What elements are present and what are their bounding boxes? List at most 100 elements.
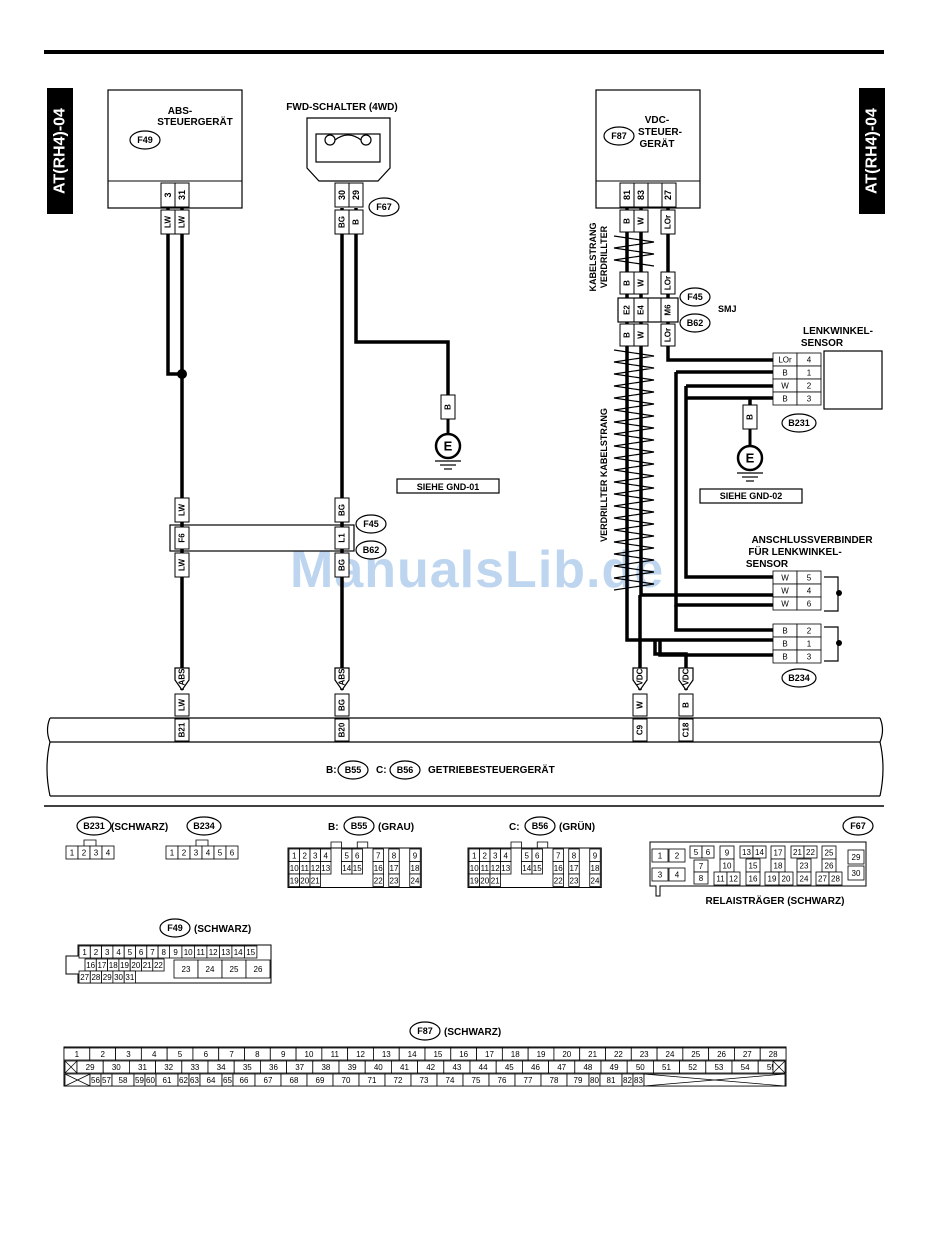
f49-pin-label: 22	[154, 961, 163, 970]
sensor-pin-label: 4	[807, 356, 812, 365]
relay-pin-label: 23	[800, 862, 809, 871]
tcu-pin-label: 12	[491, 864, 500, 873]
f87-pin-label: 66	[240, 1076, 249, 1085]
svg-text:B234: B234	[788, 673, 810, 683]
f49-pin-label: 15	[246, 948, 255, 957]
f87-pin-label: 55	[767, 1063, 776, 1072]
svg-text:RELAISTRÄGER (SCHWARZ): RELAISTRÄGER (SCHWARZ)	[706, 894, 845, 907]
connector-tag-f67: F67	[368, 197, 400, 217]
svg-text:AT(RH4)-04: AT(RH4)-04	[864, 108, 881, 194]
wire-tag-vdc-b: B	[619, 209, 635, 233]
f87-pin-label: 24	[666, 1050, 675, 1059]
svg-text:B231: B231	[788, 418, 810, 428]
svg-text:B: B	[623, 218, 632, 224]
svg-text:B: B	[623, 280, 632, 286]
f87-pin-label: 33	[190, 1063, 199, 1072]
f87-pin-label: 23	[640, 1050, 649, 1059]
tcu-pin-cell	[320, 861, 332, 875]
f49-pin-label: 24	[206, 965, 215, 974]
svg-text:M6: M6	[664, 304, 673, 316]
b234-pin-label: 5	[218, 849, 223, 858]
f49-pin-label: 10	[184, 948, 193, 957]
f49-pin-label: 28	[91, 973, 100, 982]
wire-tag-smj-lor-top: LOr	[660, 271, 676, 295]
f87-pin-label: 72	[394, 1076, 403, 1085]
tcu-key	[510, 841, 522, 848]
conn-pin-label: 3	[807, 653, 812, 662]
svg-text:LW: LW	[178, 216, 187, 228]
f87-pin-label: 61	[163, 1076, 172, 1085]
sensor-wire-label: B	[782, 395, 787, 404]
smj-label: SMJ	[718, 304, 737, 314]
f87-pin-label: 11	[331, 1050, 340, 1059]
svg-text:E2: E2	[623, 305, 632, 315]
tcu-face-outline	[287, 847, 422, 888]
tcu-pin-label: 5	[345, 851, 350, 860]
tcu-pin-label: 13	[321, 864, 330, 873]
svg-text:SIEHE GND-01: SIEHE GND-01	[417, 482, 480, 492]
f87-pin-label: 54	[741, 1063, 750, 1072]
svg-text:F49: F49	[167, 923, 183, 933]
tcu-pin-label: 18	[591, 864, 600, 873]
twisted-harness-lower	[613, 349, 655, 591]
tcu-pin-label: 24	[591, 876, 600, 885]
conn-pin-label: 6	[807, 600, 812, 609]
svg-text:B56: B56	[532, 821, 549, 831]
f87-pin-label: 71	[368, 1076, 377, 1085]
svg-text:LOr: LOr	[664, 215, 673, 229]
conn-wire-label: B	[782, 640, 787, 649]
svg-text:(SCHWARZ): (SCHWARZ)	[194, 924, 251, 935]
tcu-pin-label: 4	[324, 851, 329, 860]
wire-tag-abs-lw1: LW	[160, 209, 176, 235]
f87-pin-label: 41	[400, 1063, 409, 1072]
fwd-switch-title: FWD-SCHALTER (4WD)	[286, 102, 397, 113]
svg-text:F67: F67	[376, 202, 392, 212]
tcu-pin-label: 2	[483, 851, 488, 860]
f87-pin-label: 1	[75, 1050, 80, 1059]
arrow-vdc-b: VDC	[678, 667, 694, 692]
tcu-pin-label: 14	[342, 864, 351, 873]
sensor-wire-label: LOr	[778, 356, 792, 365]
arrow-abs-bg: ABS	[334, 667, 350, 692]
svg-text:LW: LW	[178, 699, 187, 711]
f87-pin-label: 22	[614, 1050, 623, 1059]
wire-tag-smj-lor-bottom: LOr	[660, 323, 676, 347]
tcu-pin-cell	[589, 873, 601, 887]
conn-wire-label: W	[781, 600, 789, 609]
svg-text:B62: B62	[363, 545, 380, 555]
f87-pin-label: 37	[295, 1063, 304, 1072]
svg-text:B: B	[352, 219, 361, 225]
sensor-pin-label: 2	[807, 382, 812, 391]
steering-connector-title-2: FÜR LENKWINKEL-	[748, 545, 841, 558]
f87-pin-label: 43	[452, 1063, 461, 1072]
svg-text:STEUER-: STEUER-	[638, 127, 682, 138]
svg-text:83: 83	[636, 190, 646, 200]
f87-pin-label: 49	[610, 1063, 619, 1072]
svg-text:F45: F45	[687, 292, 703, 302]
b234-pin-label: 1	[170, 849, 175, 858]
f87-pin-label: 7	[229, 1050, 234, 1059]
wire-tag-fwd-b: B	[348, 209, 364, 235]
svg-text:BG: BG	[338, 559, 347, 571]
f49-pin-label: 19	[120, 961, 129, 970]
svg-text:B55: B55	[351, 821, 368, 831]
conn-pin-label: 1	[807, 640, 812, 649]
wires	[166, 208, 775, 690]
f87-pin-label: 76	[498, 1076, 507, 1085]
tcu-pin-label: 11	[301, 864, 310, 873]
svg-text:VDC: VDC	[636, 668, 645, 685]
relay-pin-label: 6	[706, 848, 711, 857]
f49-pin-label: 7	[150, 948, 155, 957]
svg-text:F67: F67	[850, 821, 866, 831]
tcu-pin-label: 17	[570, 864, 579, 873]
abs-control-unit: ABS- STEUERGERÄT 3 31	[107, 89, 243, 209]
f87-pin-label: 21	[588, 1050, 597, 1059]
sensor-wire-label: W	[781, 382, 789, 391]
relay-pin-cell	[847, 849, 865, 865]
f49-pin-cell	[243, 945, 258, 959]
b231-key	[83, 839, 97, 846]
f87-pin-label: 29	[86, 1063, 95, 1072]
svg-text:LW: LW	[178, 559, 187, 571]
f49-pin-label: 23	[182, 965, 191, 974]
f87-pin-label: 57	[102, 1076, 111, 1085]
